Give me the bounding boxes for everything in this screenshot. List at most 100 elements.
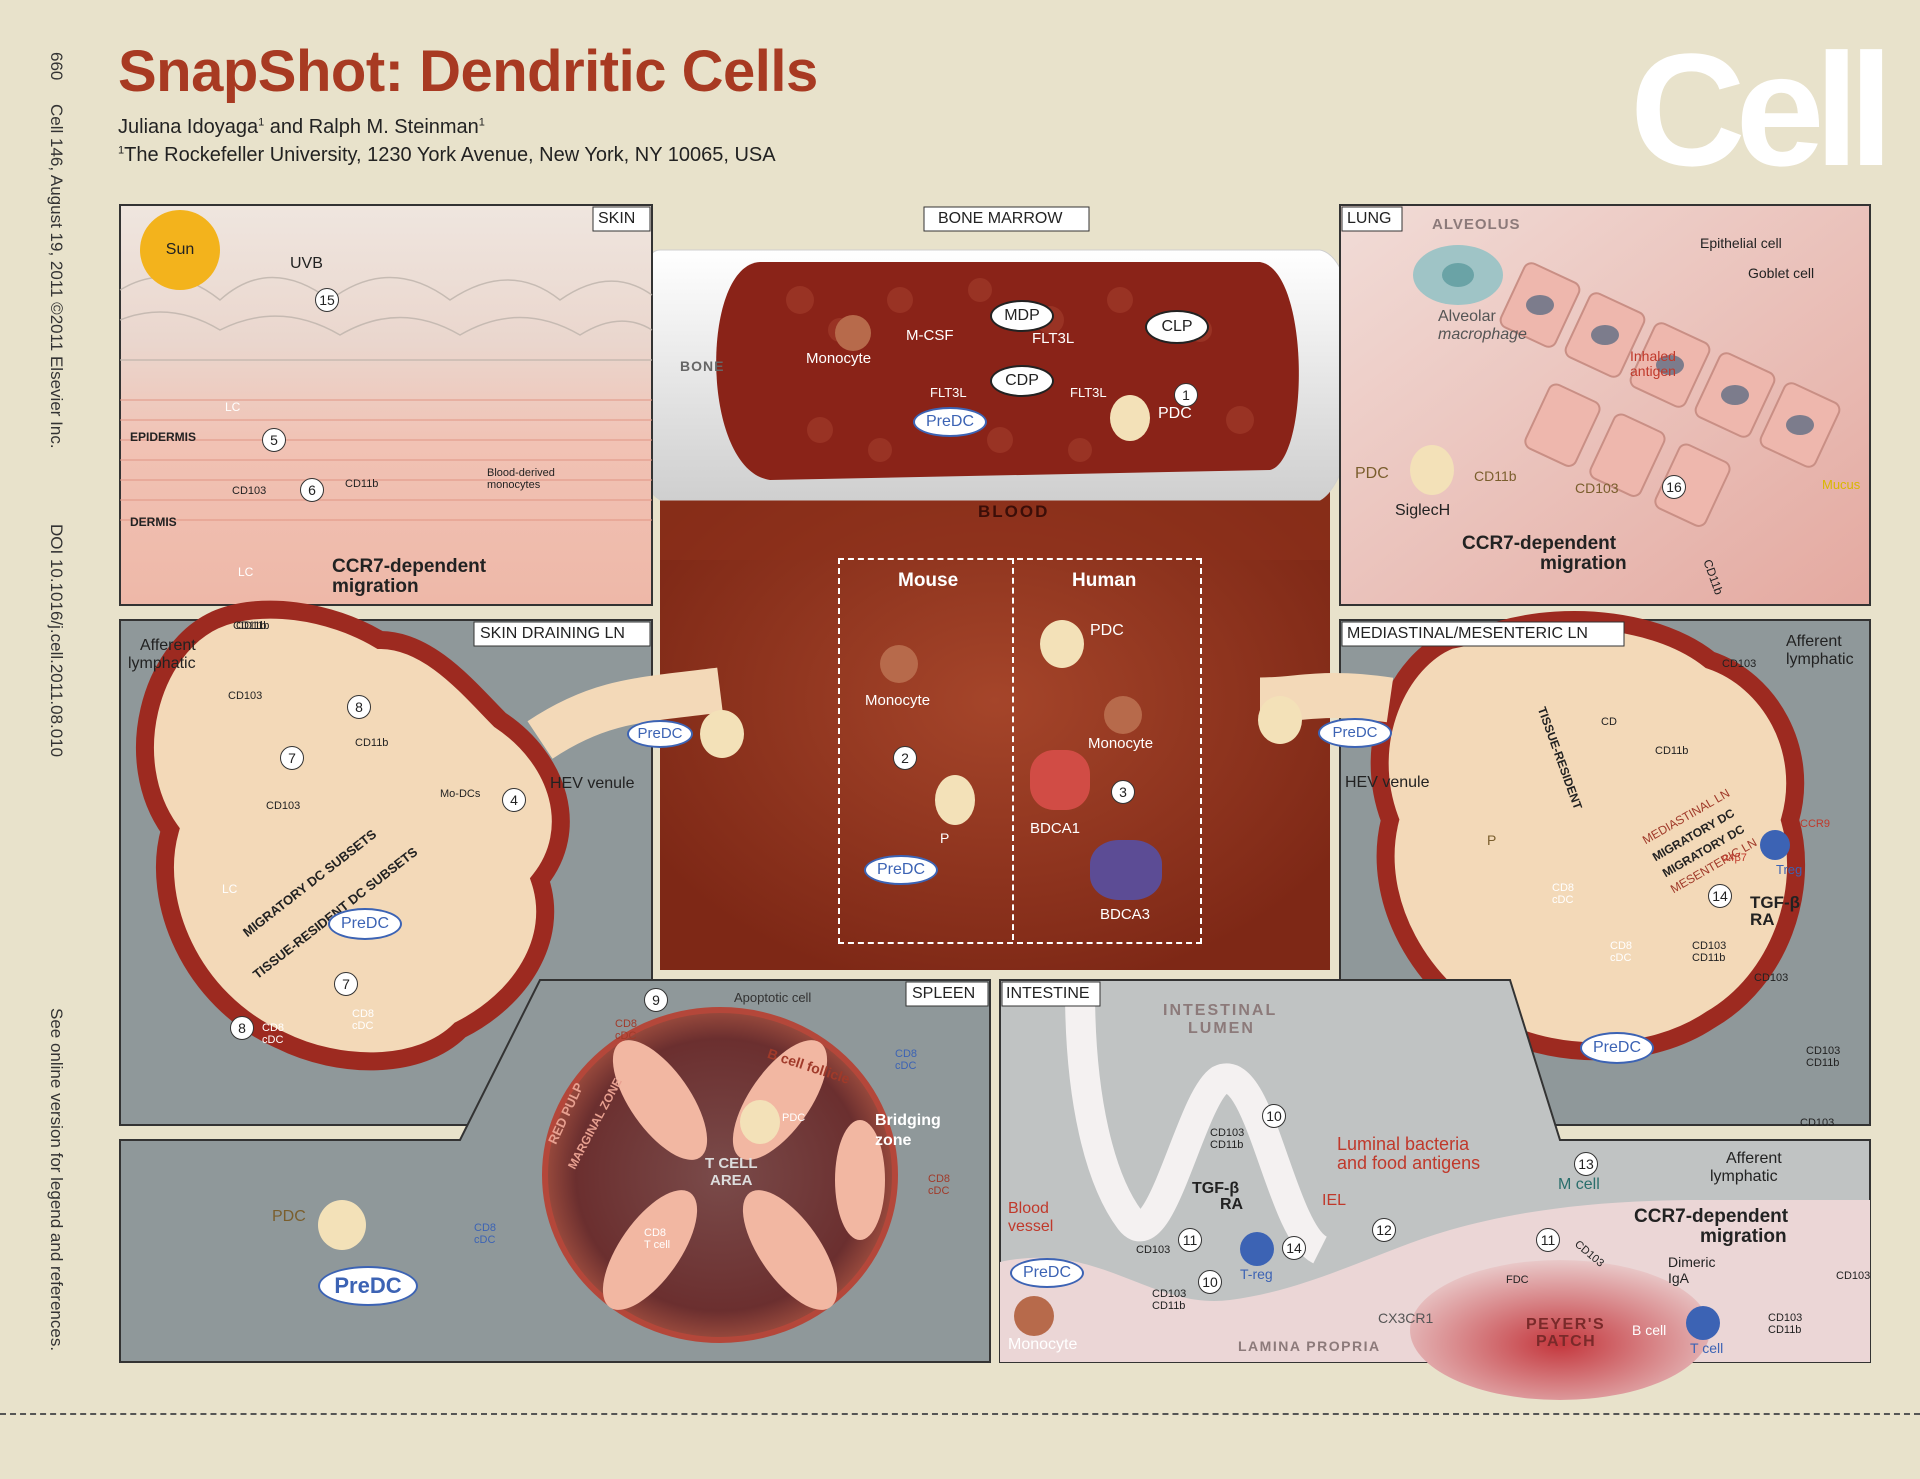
siglech-label: SiglecH [1395,502,1451,519]
med-pdc-label: P [1487,832,1497,848]
med-afferent-2: Afferent [1726,1150,1782,1167]
int-cd103-11b2-a: CD103 [1152,1288,1187,1300]
med-cd103-11b-b: CD11b [1692,952,1726,964]
med-cd103-11b-a: CD103 [1692,940,1727,952]
step-15: 15 [315,288,339,312]
flt3l-b: FLT3L [930,385,967,400]
med-cd8p-b: cDC [1610,952,1632,964]
dermis-label: DERMIS [130,515,177,529]
affiliation-sup: 1 [118,144,125,157]
cell-logo: Cell [1630,20,1893,199]
flt3l-c: FLT3L [1070,385,1107,400]
label-spleen: SPLEEN [912,985,976,1002]
peyers-1: PEYER'S [1526,1316,1606,1333]
med-hev: HEV venule [1345,774,1430,791]
step-12: 12 [1372,1218,1396,1242]
med-cd103-11b2-a: CD103 [1806,1045,1841,1057]
step-2: 2 [893,746,917,770]
med-ra: RA [1750,910,1775,929]
ln-cd103-2: CD103 [266,800,301,812]
ccr7-label: CCR7-dependent [332,556,487,577]
med-cd8-cdc-a: CD8 [1552,882,1575,894]
dimeric-label: Dimeric [1668,1254,1716,1270]
bdca1-cell-icon [1030,750,1090,810]
int-treg: T-reg [1240,1266,1273,1282]
peyers-2: PATCH [1536,1333,1597,1350]
ln-lc-label: LC [222,882,238,896]
lung-cd11b-label: CD11b [1474,468,1517,484]
ln-cd11b: CD11b [233,620,267,632]
label-skin: SKIN [598,210,636,227]
human-pdc-label: PDC [1090,622,1124,639]
spleen-cd8m-a: CD8 [615,1018,638,1030]
area-label: AREA [710,1172,753,1189]
pdc-cell-icon [1110,395,1150,441]
mouse-label: Mouse [898,570,959,591]
int-ra: RA [1220,1196,1244,1213]
spleen-cd8t-a: CD8 [644,1227,667,1239]
med-cd103-11b3-b: CD11b [1768,1324,1802,1336]
b-cell-follicles [602,1040,885,1310]
epidermis-label: EPIDERMIS [130,430,197,444]
step-9: 9 [644,988,668,1012]
affiliation-text: The Rockefeller University, 1230 York Av… [124,144,776,166]
peyers-patch [1410,1260,1710,1400]
med-cd103c: CD103 [1754,972,1789,984]
step-8: 8 [347,695,371,719]
int-cd103-11b2-b: CD11b [1152,1300,1186,1312]
blood-vessel-1: Blood [1008,1200,1049,1217]
spleen-cd8m2-a: CD8 [928,1173,951,1185]
luminal-2: and food antigens [1337,1153,1481,1173]
blood-monocytes-label: Blood-derived monocytes [487,467,555,491]
med-cd103-11b3-a: CD103 [1768,1312,1803,1324]
mouse-human-box [838,558,1202,944]
med-cd8p-a: CD8 [1610,940,1633,952]
alveolar-label: Alveolar [1438,308,1496,325]
human-pdc-icon [1040,620,1084,668]
bdca1-label: BDCA1 [1030,820,1081,837]
cut-line [0,1413,1920,1415]
step-3: 3 [1111,780,1135,804]
mouse-monocyte-label: Monocyte [865,692,931,709]
spleen-cd8m-b: cDC [615,1030,637,1042]
skin-lymph-node [135,600,570,1071]
label-mediastinal-ln: MEDIASTINAL/MESENTERIC LN [1347,625,1588,642]
ccr9-label: CCR9 [1800,818,1830,830]
spleen-pdc-icon [740,1100,780,1144]
ln-cd103: CD103 [228,690,263,702]
human-monocyte-label: Monocyte [1088,735,1154,752]
author-2: and Ralph M. Steinman [264,116,479,138]
mdp-node: MDP [990,300,1054,332]
bm-pdc-label: PDC [1158,405,1192,422]
fdc-label: FDC [1506,1274,1529,1286]
med-lymphatic-2: lymphatic [1710,1168,1778,1185]
med-vessel-pdc-icon [1258,696,1302,744]
step-10: 10 [1262,1104,1286,1128]
uvb-label: UVB [290,255,323,272]
int-tgfb: TGF-β [1192,1180,1240,1197]
step-14: 14 [1708,884,1732,908]
int-cd103: CD103 [1136,1244,1171,1256]
step-7: 7 [280,746,304,770]
bdca3-label: BDCA3 [1100,906,1151,923]
med-predc: PreDC [1580,1032,1654,1064]
label-intestine: INTESTINE [1006,985,1090,1002]
zone-label: zone [875,1132,912,1149]
med-migration: migration [1700,1226,1787,1247]
med-afferent: Afferent [1786,633,1842,650]
spleen-cd8t-b: T cell [644,1239,671,1251]
ln-predc: PreDC [328,908,402,940]
spleen-cd8p-left-b: cDC [474,1234,496,1246]
med-cd103e: CD103 [1836,1270,1871,1282]
med-tgfb: TGF-β [1750,893,1801,912]
blood-region [660,480,1330,970]
afferent-label: Afferent [140,637,196,654]
med-vessel-predc: PreDC [1318,718,1392,748]
